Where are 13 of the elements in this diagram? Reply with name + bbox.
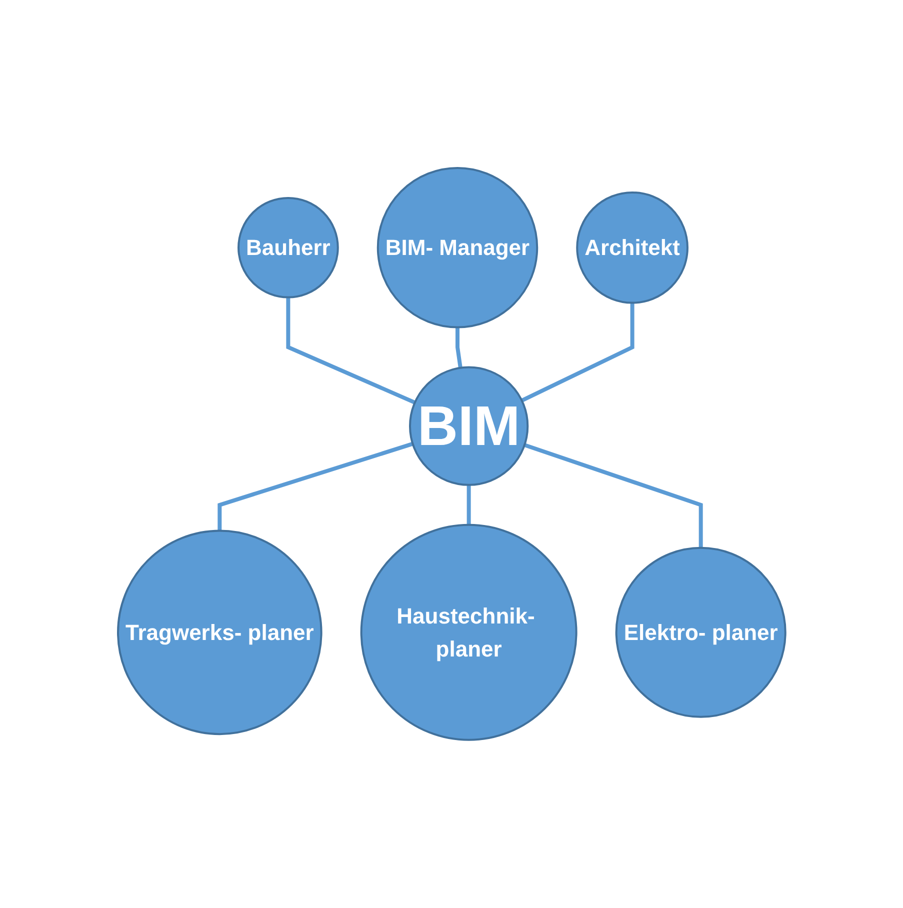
connector — [466, 484, 471, 525]
connector — [520, 302, 634, 402]
node-circle: Haustechnik- planer — [360, 524, 578, 741]
connector — [286, 297, 416, 404]
connector — [455, 327, 462, 368]
connector — [524, 443, 703, 548]
node-circle: Architekt — [576, 192, 688, 304]
node-circle: Elektro- planer — [615, 546, 786, 718]
node-circle: Bauherr — [237, 197, 339, 298]
node-circle: BIM — [408, 366, 528, 486]
node-circle: BIM- Manager — [376, 167, 538, 328]
node-circle: Tragwerks- planer — [116, 530, 322, 736]
connector — [217, 442, 414, 531]
